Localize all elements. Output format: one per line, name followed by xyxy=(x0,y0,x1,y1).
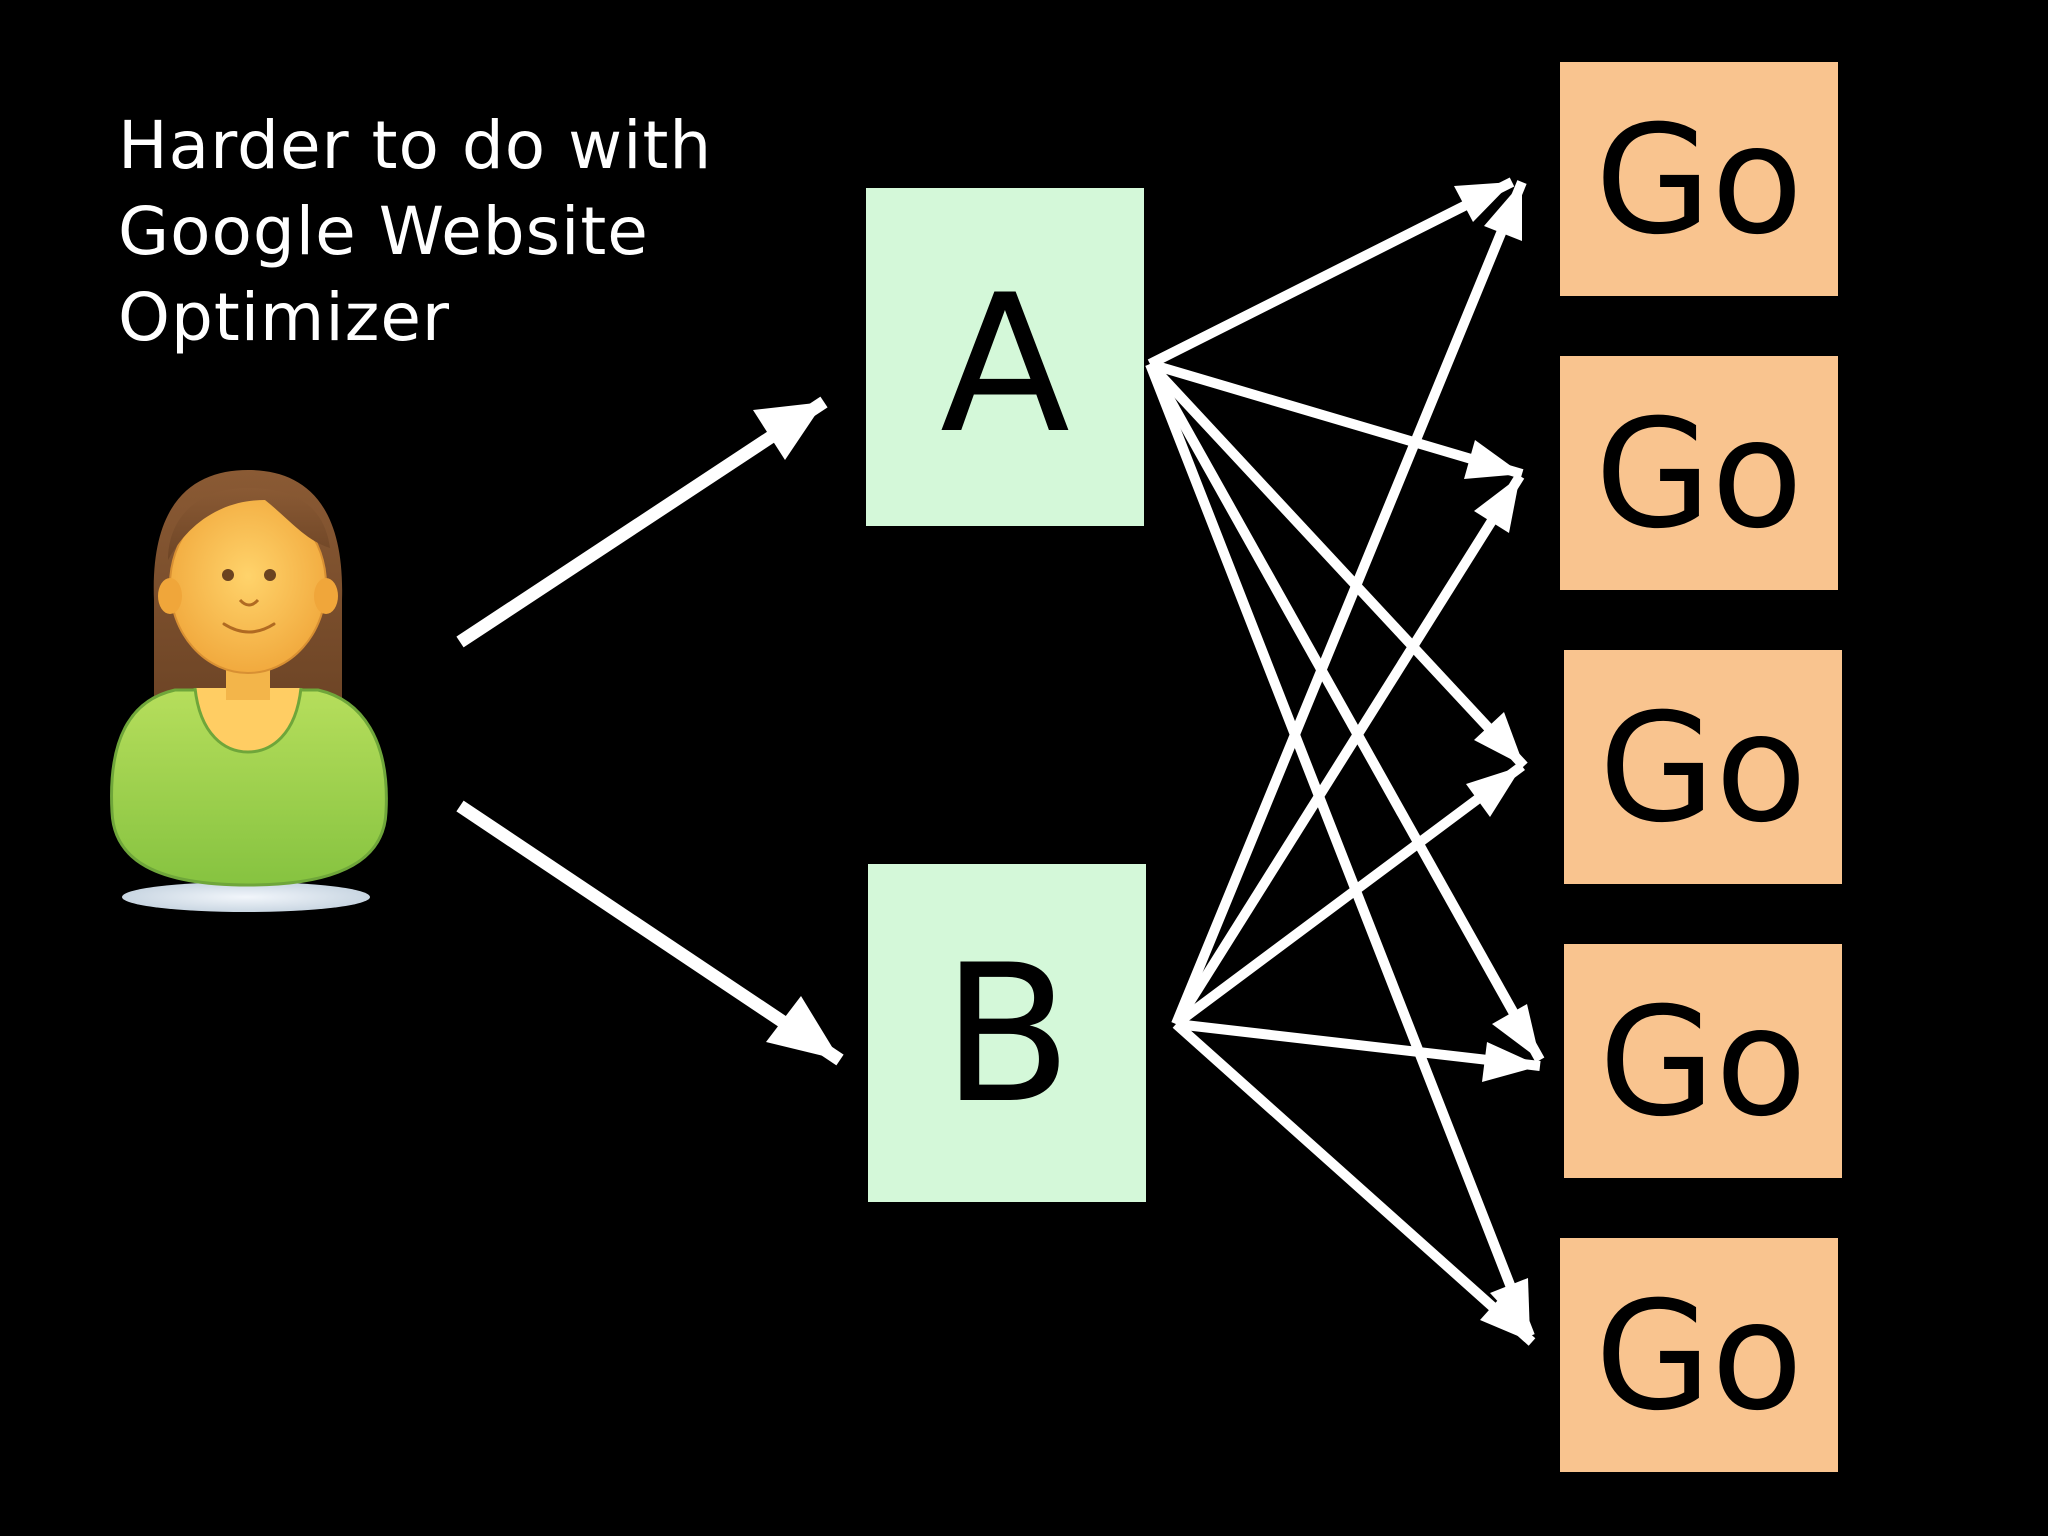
woman-user-icon xyxy=(110,470,388,912)
goal-box-3: Go xyxy=(1564,650,1842,884)
arrows-b-to-goals xyxy=(1171,180,1541,1346)
arrow-a-to-goal-2 xyxy=(1148,359,1524,479)
arrow-b-to-goal-5 xyxy=(1172,1020,1536,1346)
arrow-head-a-to-goal-3 xyxy=(1474,712,1524,766)
arrow-head-a-to-goal-2 xyxy=(1464,440,1522,479)
arrow-head-a-to-goal-4 xyxy=(1492,1004,1540,1060)
arrow-visitor-to-a xyxy=(456,396,828,648)
arrow-b-to-goal-3 xyxy=(1173,761,1525,1029)
arrow-b-to-goal-2 xyxy=(1171,473,1525,1027)
goal-box-5: Go xyxy=(1560,1238,1838,1472)
goal-label-5: Go xyxy=(1595,1270,1803,1444)
arrow-a-to-goal-5 xyxy=(1145,362,1535,1338)
goal-box-2: Go xyxy=(1560,356,1838,590)
goal-label-4: Go xyxy=(1599,976,1807,1150)
arrow-b-to-goal-4 xyxy=(1175,1019,1541,1071)
arrow-head-a-to-goal-1 xyxy=(1454,182,1512,222)
goal-label-1: Go xyxy=(1595,94,1803,268)
arrow-a-to-goal-1 xyxy=(1147,177,1515,369)
arrow-head-visitor-to-b xyxy=(766,996,840,1060)
variant-b-label: B xyxy=(942,924,1072,1145)
arrow-visitor-to-b xyxy=(456,800,844,1066)
arrows-visitor-to-variants xyxy=(456,396,844,1066)
arrow-b-to-goal-1 xyxy=(1171,180,1527,1026)
caption-line-1: Harder to do with xyxy=(118,107,712,184)
goal-label-3: Go xyxy=(1599,682,1807,856)
arrow-head-b-to-goal-4 xyxy=(1482,1042,1540,1082)
arrow-a-to-goal-3 xyxy=(1146,360,1528,770)
variant-a-box: A xyxy=(866,188,1144,526)
goal-label-2: Go xyxy=(1595,388,1803,562)
variant-a-label: A xyxy=(940,254,1070,475)
arrow-head-b-to-goal-5 xyxy=(1480,1290,1532,1342)
goal-box-4: Go xyxy=(1564,944,1842,1178)
caption-line-3: Optimizer xyxy=(118,279,450,356)
arrow-head-b-to-goal-2 xyxy=(1474,476,1520,533)
variant-b-box: B xyxy=(868,864,1146,1202)
caption-line-2: Google Website xyxy=(118,193,649,270)
arrow-head-b-to-goal-3 xyxy=(1466,766,1522,817)
goal-box-1: Go xyxy=(1560,62,1838,296)
caption-text: Harder to do with Google Website Optimiz… xyxy=(118,107,734,356)
arrow-head-visitor-to-a xyxy=(753,402,824,460)
arrow-a-to-goal-4 xyxy=(1145,361,1545,1063)
arrow-head-b-to-goal-1 xyxy=(1484,182,1522,241)
